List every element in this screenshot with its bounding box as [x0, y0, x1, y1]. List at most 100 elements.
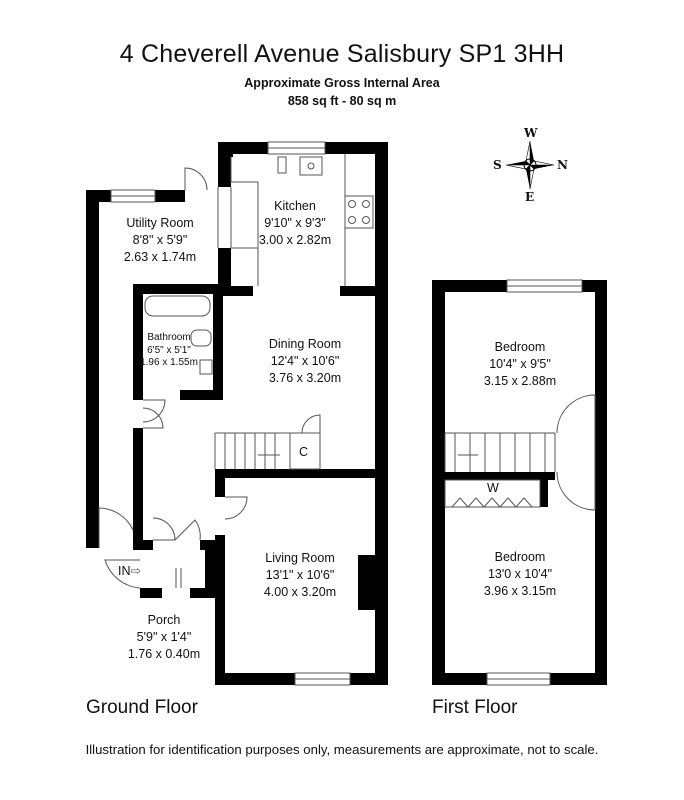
- wall: [190, 588, 215, 598]
- room-living: Living Room 13'1" x 10'6" 4.00 x 3.20m: [240, 550, 360, 601]
- compass-icon: [505, 140, 555, 190]
- first-floor-label: First Floor: [432, 697, 518, 718]
- area-label: Approximate Gross Internal Area: [244, 76, 440, 90]
- wall: [133, 540, 153, 550]
- room-bedroom-2: Bedroom 13'0 x 10'4" 3.96 x 3.15m: [460, 549, 580, 600]
- room-imperial: 10'4" x 9'5": [489, 357, 551, 371]
- wall: [540, 472, 548, 507]
- room-name: Kitchen: [274, 199, 316, 213]
- wall: [432, 280, 445, 685]
- wardrobe: [444, 479, 541, 508]
- wall: [215, 469, 380, 478]
- wall: [340, 286, 378, 296]
- wall: [218, 286, 253, 296]
- room-metric: 4.00 x 3.20m: [263, 585, 337, 599]
- room-name: Utility Room: [126, 216, 194, 230]
- room-porch: Porch 5'9" x 1'4" 1.76 x 0.40m: [118, 612, 210, 663]
- room-bathroom: Bathroom 6'5" x 5'1" 1.96 x 1.55m: [136, 332, 202, 370]
- compass-west: S: [493, 158, 502, 172]
- door-swing: [152, 517, 176, 541]
- room-metric: 1.96 x 1.55m: [140, 357, 198, 368]
- room-imperial: 9'10" x 9'3": [264, 216, 326, 230]
- entrance-label: IN⇨: [118, 563, 141, 578]
- room-metric: 3.76 x 3.20m: [268, 371, 342, 385]
- room-metric: 3.96 x 3.15m: [483, 584, 557, 598]
- wardrobe-label: W: [487, 481, 499, 495]
- toilet: [190, 329, 212, 347]
- room-bedroom-1: Bedroom 10'4" x 9'5" 3.15 x 2.88m: [460, 339, 580, 390]
- hob: [344, 195, 374, 229]
- ground-floor-walls: [86, 142, 388, 685]
- wall: [213, 290, 223, 400]
- cupboard-label: C: [299, 445, 309, 459]
- wall: [133, 284, 223, 294]
- ground-floor-fixtures: [98, 141, 374, 686]
- wall: [205, 540, 215, 598]
- wall: [432, 280, 507, 292]
- door-swing: [556, 471, 596, 511]
- room-imperial: 8'8" x 5'9": [132, 233, 188, 247]
- wall: [595, 280, 607, 685]
- wall: [180, 390, 223, 400]
- page-title: 4 Cheverell Avenue Salisbury SP1 3HH: [119, 40, 565, 68]
- wall: [86, 190, 111, 202]
- room-metric: 3.00 x 2.82m: [258, 233, 332, 247]
- area-value: 858 sq ft - 80 sq m: [287, 94, 397, 108]
- wall: [550, 673, 607, 685]
- door-swing: [301, 414, 321, 434]
- room-imperial: 13'0 x 10'4": [487, 567, 553, 581]
- ground-floor-label: Ground Floor: [86, 697, 198, 718]
- wall: [218, 248, 231, 288]
- wall: [350, 673, 388, 685]
- basin: [199, 359, 213, 375]
- room-utility: Utility Room 8'8" x 5'9" 2.63 x 1.74m: [105, 215, 215, 266]
- door-swing: [184, 167, 208, 191]
- compass-south: E: [525, 190, 535, 204]
- room-metric: 2.63 x 1.74m: [123, 250, 197, 264]
- room-metric: 1.76 x 0.40m: [127, 647, 201, 661]
- wall: [375, 142, 388, 685]
- wall: [140, 588, 162, 598]
- disclaimer: Illustration for identification purposes…: [85, 742, 599, 757]
- room-dining: Dining Room 12'4" x 10'6" 3.76 x 3.20m: [245, 336, 365, 387]
- wall: [325, 142, 388, 154]
- room-imperial: 13'1" x 10'6": [265, 568, 335, 582]
- cupboard: [289, 432, 321, 470]
- room-imperial: 6'5" x 5'1": [147, 344, 191, 356]
- wall: [215, 469, 225, 497]
- room-kitchen: Kitchen 9'10" x 9'3" 3.00 x 2.82m: [240, 198, 350, 249]
- room-name: Porch: [147, 613, 181, 627]
- wall: [86, 190, 99, 548]
- first-floor-fixtures: [444, 279, 596, 686]
- wall: [215, 673, 295, 685]
- room-name: Dining Room: [268, 337, 342, 351]
- room-metric: 3.15 x 2.88m: [483, 374, 557, 388]
- room-name: Bathroom: [147, 332, 191, 343]
- room-name: Living Room: [265, 551, 335, 565]
- compass-east: N: [557, 158, 568, 172]
- first-floor-walls: [432, 280, 607, 685]
- kitchen-counter: [230, 157, 259, 286]
- wall: [358, 555, 376, 610]
- room-name: Bedroom: [494, 550, 546, 564]
- drainer: [277, 156, 287, 174]
- room-imperial: 12'4" x 10'6": [270, 354, 340, 368]
- door-swing: [174, 519, 201, 541]
- door-swing: [142, 399, 166, 423]
- wall: [133, 284, 143, 399]
- door-swing: [104, 559, 141, 589]
- wall: [133, 390, 143, 400]
- door-swing: [142, 407, 164, 429]
- wall: [218, 142, 231, 187]
- wall: [155, 190, 185, 202]
- bath: [144, 295, 211, 317]
- door-swing: [556, 394, 596, 434]
- door-swing: [98, 507, 134, 548]
- wall: [133, 428, 143, 548]
- wall: [432, 673, 487, 685]
- wall: [445, 472, 555, 480]
- entrance-text: IN: [118, 564, 131, 578]
- wall: [215, 535, 225, 685]
- arrow-right-icon: ⇨: [130, 564, 141, 578]
